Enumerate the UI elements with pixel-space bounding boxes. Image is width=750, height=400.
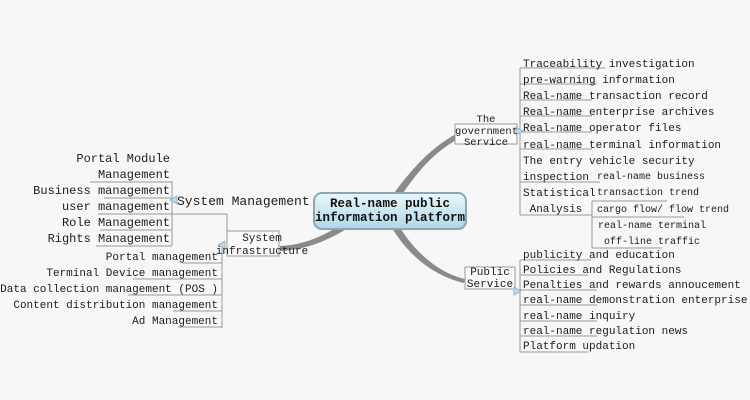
node-content-distribution-management[interactable]: Content distribution management: [13, 300, 218, 312]
node-real-name-enterprise-archives[interactable]: Real-name enterprise archives: [523, 107, 715, 119]
node-system-management[interactable]: System Management: [177, 194, 310, 209]
node-user-management[interactable]: user management: [61, 200, 170, 214]
node-real-name-demonstration-enterprise[interactable]: real-name demonstration enterprise: [523, 295, 748, 307]
node-terminal-device-management[interactable]: Terminal Device management: [46, 268, 218, 280]
link-arrow-icon[interactable]: [515, 126, 524, 136]
node-real-name-transaction-record[interactable]: Real-name transaction record: [523, 91, 708, 103]
node-real-name-terminal-offline-traffic[interactable]: real-name terminal off-line traffic: [598, 221, 707, 248]
node-public-service[interactable]: Public Service: [466, 267, 514, 291]
link-arrow-icon[interactable]: [217, 240, 226, 250]
public-service-box[interactable]: [464, 266, 516, 290]
node-real-name-operator-files[interactable]: Real-name operator files: [523, 123, 682, 135]
edge-root-to-infrastructure: [280, 223, 348, 251]
link-arrow-icon[interactable]: [513, 286, 522, 296]
node-system-infrastructure[interactable]: System infrastructure: [215, 233, 309, 258]
node-cargo-flow-trend[interactable]: cargo flow/ flow trend: [597, 205, 730, 216]
bracket-system-management: [90, 181, 228, 247]
node-penalties-rewards-announcement[interactable]: Penalties and rewards annoucement: [523, 280, 741, 292]
node-data-collection-management[interactable]: Data collection management (POS ): [0, 284, 218, 296]
link-arrow-icon[interactable]: [169, 195, 178, 205]
node-traceability-investigation[interactable]: Traceability investigation: [523, 59, 695, 71]
node-real-name-regulation-news[interactable]: real-name regulation news: [523, 326, 689, 338]
bracket-public-service: [519, 259, 597, 353]
node-government-service[interactable]: The government Service: [455, 114, 519, 149]
node-role-management[interactable]: Role Management: [61, 216, 170, 230]
node-statistical-analysis[interactable]: Statistical Analysis: [523, 188, 596, 216]
bracket-system-infrastructure: [128, 245, 223, 328]
node-real-name-business-transaction-trend[interactable]: real-name business transaction trend: [597, 172, 706, 199]
node-entry-vehicle-security-inspection[interactable]: The entry vehicle security inspection: [523, 156, 695, 184]
edge-root-to-public: [392, 226, 465, 283]
bracket-government-service: [519, 67, 605, 216]
node-real-name-terminal-information[interactable]: real-name terminal information: [523, 140, 722, 152]
node-pre-warning-information[interactable]: pre-warning information: [523, 75, 675, 87]
bracket-statistical-analysis: [591, 200, 684, 249]
node-ad-management[interactable]: Ad Management: [132, 316, 218, 328]
edge-root-to-government: [392, 134, 458, 199]
system-infrastructure-box[interactable]: [226, 230, 280, 257]
node-policies-and-regulations[interactable]: Policies and Regulations: [523, 265, 682, 277]
root-node[interactable]: Real-name public information platform: [313, 192, 467, 230]
node-real-name-inquiry[interactable]: real-name inquiry: [523, 311, 636, 323]
node-platform-updation[interactable]: Platform updation: [523, 341, 636, 353]
node-publicity-and-education[interactable]: publicity and education: [523, 250, 675, 262]
node-portal-module-management[interactable]: Portal Module Management: [76, 152, 170, 182]
node-business-management[interactable]: Business management: [33, 184, 170, 198]
node-rights-management[interactable]: Rights Management: [47, 232, 170, 246]
node-portal-management[interactable]: Portal management: [105, 252, 218, 264]
root-node-label: Real-name public information platform: [314, 197, 466, 225]
